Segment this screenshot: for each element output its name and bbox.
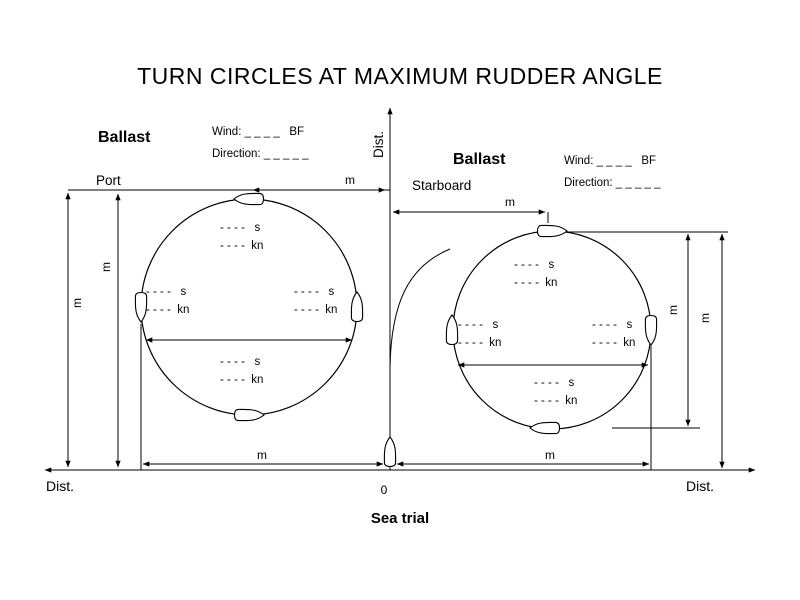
starboard-top-speed-readout: - - - - kn: [514, 277, 557, 289]
port-top-time-readout: - - - - s: [220, 222, 260, 234]
starboard-outer-m-label: m: [698, 313, 712, 323]
starboard-right-time-readout: - - - - s: [592, 319, 632, 331]
port-turn-group: Ballast Wind: _ _ _ _ BF Direction: _ _ …: [65, 126, 390, 470]
starboard-top-time-readout: - - - - s: [514, 259, 554, 271]
diagram-caption: Sea trial: [371, 510, 429, 527]
diagram-title: TURN CIRCLES AT MAXIMUM RUDDER ANGLE: [137, 63, 663, 89]
starboard-entry-curve: [389, 248, 451, 369]
starboard-bottom-speed-readout: - - - - kn: [534, 395, 577, 407]
port-inner-m-label: m: [99, 262, 113, 272]
starboard-wind-field: Wind: _ _ _ _ BF: [564, 155, 656, 167]
port-right-ship-icon: [350, 291, 364, 323]
port-wind-field: Wind: _ _ _ _ BF: [212, 126, 304, 138]
port-direction-field: Direction: _ _ _ _ _: [212, 148, 309, 160]
port-outer-m-label: m: [70, 298, 84, 308]
starboard-bottom-m-label: m: [545, 448, 555, 462]
port-bottom-m-label: m: [257, 448, 267, 462]
starboard-turn-group: Ballast Wind: _ _ _ _ BF Direction: _ _ …: [389, 151, 728, 470]
starboard-bottom-time-readout: - - - - s: [534, 377, 574, 389]
port-right-time-readout: - - - - s: [294, 286, 334, 298]
port-side-label: Port: [96, 173, 121, 188]
starboard-left-speed-readout: - - - - kn: [458, 337, 501, 349]
bottom-left-axis-label: Dist.: [46, 478, 74, 494]
starboard-top-ship-icon: [536, 224, 568, 238]
port-left-ship-icon: [134, 291, 148, 323]
starboard-left-ship-icon: [445, 314, 459, 346]
origin-ship-icon: [383, 436, 397, 468]
axes: Dist. Dist. Dist. 0: [44, 107, 756, 497]
starboard-right-ship-icon: [644, 314, 658, 346]
starboard-right-speed-readout: - - - - kn: [592, 337, 635, 349]
starboard-condition-label: Ballast: [453, 151, 506, 168]
port-bottom-ship-icon: [233, 408, 265, 422]
starboard-bottom-ship-icon: [529, 421, 561, 435]
port-left-time-readout: - - - - s: [146, 286, 186, 298]
bottom-right-axis-label: Dist.: [686, 478, 714, 494]
starboard-inner-m-label: m: [666, 305, 680, 315]
starboard-left-time-readout: - - - - s: [458, 319, 498, 331]
port-condition-label: Ballast: [98, 129, 151, 146]
port-bottom-time-readout: - - - - s: [220, 356, 260, 368]
starboard-advance-m-label: m: [505, 195, 515, 209]
port-bottom-speed-readout: - - - - kn: [220, 374, 263, 386]
port-advance-m-label: m: [345, 173, 355, 187]
origin-label: 0: [381, 483, 388, 497]
starboard-direction-field: Direction: _ _ _ _ _: [564, 177, 661, 189]
vertical-axis-label: Dist.: [371, 131, 386, 158]
port-top-speed-readout: - - - - kn: [220, 240, 263, 252]
port-right-speed-readout: - - - - kn: [294, 304, 337, 316]
port-left-speed-readout: - - - - kn: [146, 304, 189, 316]
starboard-side-label: Starboard: [412, 178, 471, 193]
port-top-ship-icon: [233, 192, 265, 206]
